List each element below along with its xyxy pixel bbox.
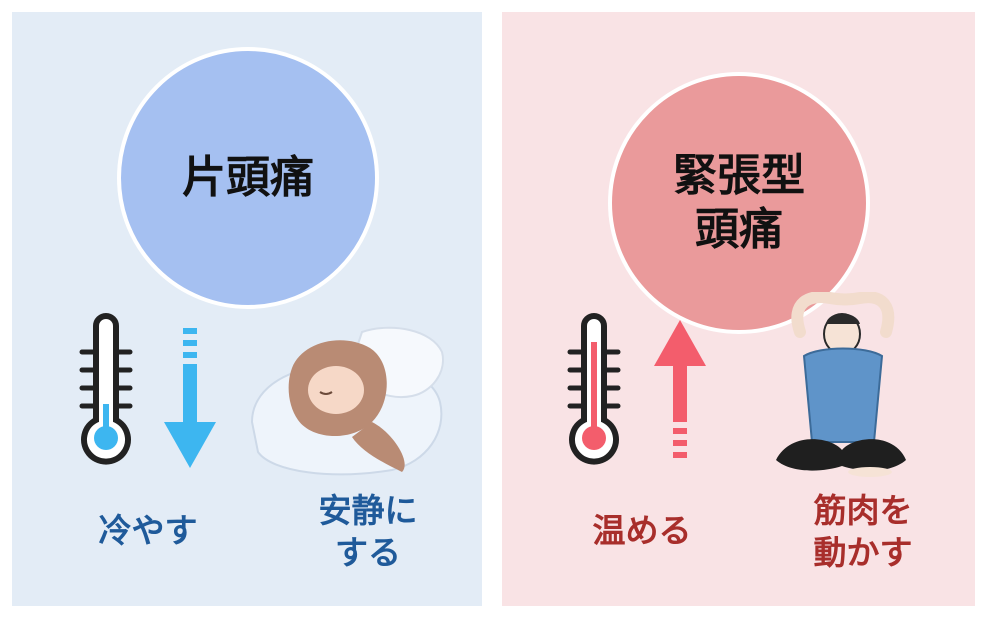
remedy-move-text: 筋肉を 動かす [813,491,913,573]
migraine-label: 片頭痛 [182,152,314,204]
remedy-warm-text: 温める [592,511,692,550]
arrow-up-icon [654,320,706,458]
remedy-cool-text: 冷やす [98,511,198,550]
tension-headache-label: 緊張型 頭痛 [673,150,805,255]
tension-headache-panel: 緊張型 頭痛 [502,12,975,606]
arrow-down-icon [164,328,216,468]
sleeping-woman-illustration [250,326,444,476]
thermometer-hot-icon [567,313,621,465]
thermometer-cold-icon [79,313,133,465]
migraine-circle: 片頭痛 [117,47,379,309]
migraine-panel: 片頭痛 [12,12,482,606]
remedy-rest-text: 安静に する [318,491,418,573]
stretching-man-illustration [776,292,906,477]
tension-headache-circle: 緊張型 頭痛 [608,72,870,334]
